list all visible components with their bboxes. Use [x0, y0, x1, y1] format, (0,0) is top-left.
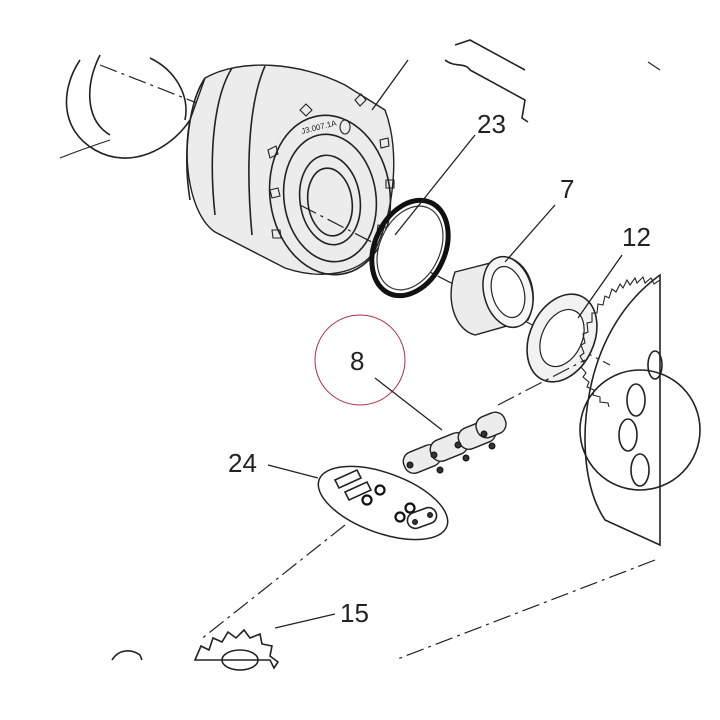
part-15-front-sprocket [193, 628, 280, 671]
callout-8: 8 [350, 346, 364, 376]
callout-23: 23 [477, 109, 506, 139]
part-23-o-ring [369, 197, 451, 299]
small-bracket [111, 650, 143, 661]
callout-7: 7 [560, 174, 574, 204]
part-24-master-link-kit [317, 465, 449, 541]
callout-12: 12 [622, 222, 651, 252]
part-7-spacer [450, 255, 534, 336]
chain-run-lines [199, 524, 656, 661]
callout-24: 24 [228, 448, 257, 478]
frame-edge [444, 39, 661, 123]
rear-sprocket [579, 273, 701, 547]
part-8-chain-section [402, 411, 507, 474]
leader-lines [267, 59, 623, 629]
highlight-circle-8 [314, 314, 406, 406]
callout-15: 15 [340, 598, 369, 628]
chain-centerline [497, 359, 586, 406]
cush-drive-hub: J3.007.1A [186, 64, 395, 276]
